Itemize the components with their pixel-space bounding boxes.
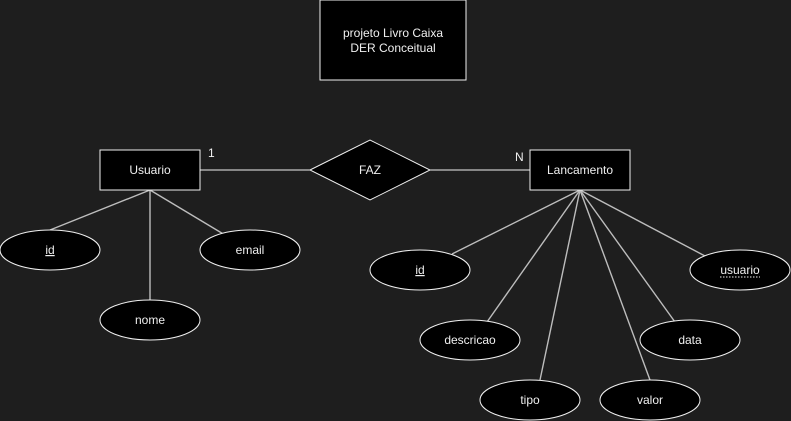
cardinality-lancamento: N xyxy=(515,150,524,164)
connectors xyxy=(49,169,706,381)
cardinality-usuario: 1 xyxy=(208,146,215,160)
attribute-lancamento-tipo[interactable]: tipo xyxy=(479,379,581,421)
lancamento-descricao-link xyxy=(486,189,581,323)
entity-lancamento-frame xyxy=(529,149,631,191)
attribute-lancamento-tipo-shape xyxy=(479,379,581,421)
attribute-lancamento-descricao-shape xyxy=(419,319,521,361)
attribute-usuario-nome-label: nome xyxy=(135,313,165,327)
attribute-usuario-email-shape xyxy=(199,229,301,271)
attribute-lancamento-tipo-label: tipo xyxy=(520,393,540,407)
relationship-faz-diamond xyxy=(308,139,432,201)
attribute-lancamento-data-shape xyxy=(639,319,741,361)
title-line-1: projeto Livro Caixa xyxy=(343,26,443,40)
lancamento-valor-link xyxy=(579,189,651,381)
attribute-lancamento-data[interactable]: data xyxy=(639,319,741,361)
entity-usuario[interactable]: Usuario xyxy=(99,149,201,191)
title-line-2: DER Conceitual xyxy=(350,41,435,55)
lancamento-tipo-link xyxy=(539,189,581,381)
title-box[interactable]: projeto Livro Caixa DER Conceitual xyxy=(319,0,467,81)
lancamento-id-link xyxy=(451,189,581,255)
relationship-faz[interactable]: FAZ xyxy=(308,139,432,201)
lancamento-usuario-link xyxy=(579,189,706,257)
title-box-frame xyxy=(319,0,467,81)
attribute-usuario-email-label: email xyxy=(236,243,265,257)
attribute-lancamento-id[interactable]: id xyxy=(369,249,471,291)
attribute-lancamento-usuario[interactable]: usuario xyxy=(689,249,791,291)
entity-lancamento-label: Lancamento xyxy=(547,163,613,177)
usuario-email-link xyxy=(149,189,226,236)
attribute-lancamento-descricao-label: descricao xyxy=(444,333,496,347)
attribute-usuario-nome-shape xyxy=(99,299,201,341)
attribute-usuario-id-shape xyxy=(0,229,101,271)
relationship-faz-label: FAZ xyxy=(359,163,381,177)
entity-usuario-frame xyxy=(99,149,201,191)
attribute-usuario-id-label: id xyxy=(45,243,54,257)
attribute-usuario-email[interactable]: email xyxy=(199,229,301,271)
attribute-lancamento-usuario-label: usuario xyxy=(720,263,760,277)
attribute-lancamento-descricao[interactable]: descricao xyxy=(419,319,521,361)
attribute-lancamento-valor-shape xyxy=(599,379,701,421)
lancamento-data-link xyxy=(579,189,676,323)
attribute-lancamento-usuario-shape xyxy=(689,249,791,291)
entity-lancamento[interactable]: Lancamento xyxy=(529,149,631,191)
attribute-lancamento-data-label: data xyxy=(678,333,702,347)
attribute-lancamento-id-shape xyxy=(369,249,471,291)
attribute-lancamento-id-label: id xyxy=(415,263,424,277)
usuario-id-link xyxy=(49,189,151,231)
attribute-usuario-nome[interactable]: nome xyxy=(99,299,201,341)
attribute-lancamento-valor-label: valor xyxy=(637,393,663,407)
attribute-lancamento-valor[interactable]: valor xyxy=(599,379,701,421)
attribute-usuario-id[interactable]: id xyxy=(0,229,101,271)
entity-usuario-label: Usuario xyxy=(129,163,171,177)
